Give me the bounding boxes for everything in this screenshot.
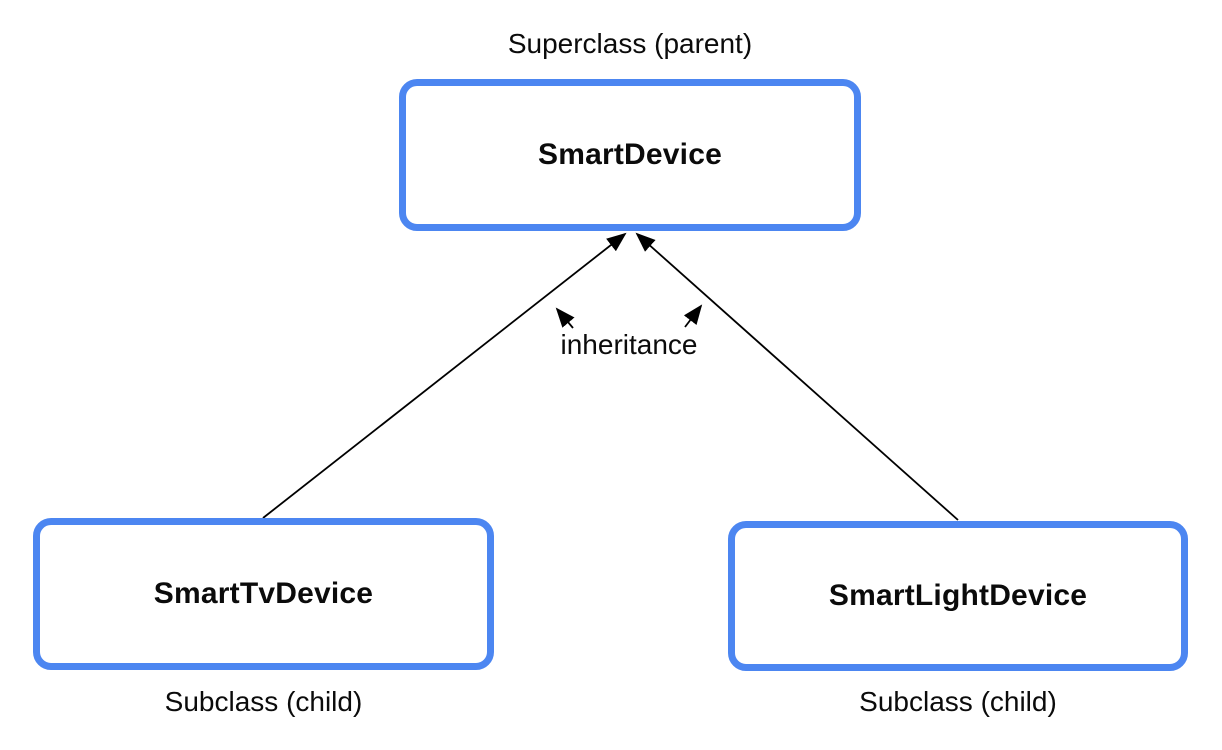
subclass-caption-right: Subclass (child) [859, 686, 1057, 717]
subclass-box-smarttvdevice: SmartTvDevice [33, 518, 494, 670]
annotation-arrow-left [555, 307, 575, 329]
superclass-box: SmartDevice [399, 79, 861, 231]
subclass-box-smartlightdevice: SmartLightDevice [728, 521, 1188, 671]
subclass-name-smartlightdevice: SmartLightDevice [828, 579, 1088, 612]
superclass-name: SmartDevice [538, 138, 722, 171]
superclass-caption: Superclass (parent) [507, 28, 753, 59]
subclass-name-smarttvdevice: SmartTvDevice [153, 577, 374, 610]
inheritance-label: inheritance [560, 329, 698, 360]
inheritance-line-left [262, 232, 627, 519]
inheritance-line-right [635, 232, 959, 521]
subclass-caption-left: Subclass (child) [164, 686, 363, 717]
annotation-arrow-right [683, 304, 703, 328]
